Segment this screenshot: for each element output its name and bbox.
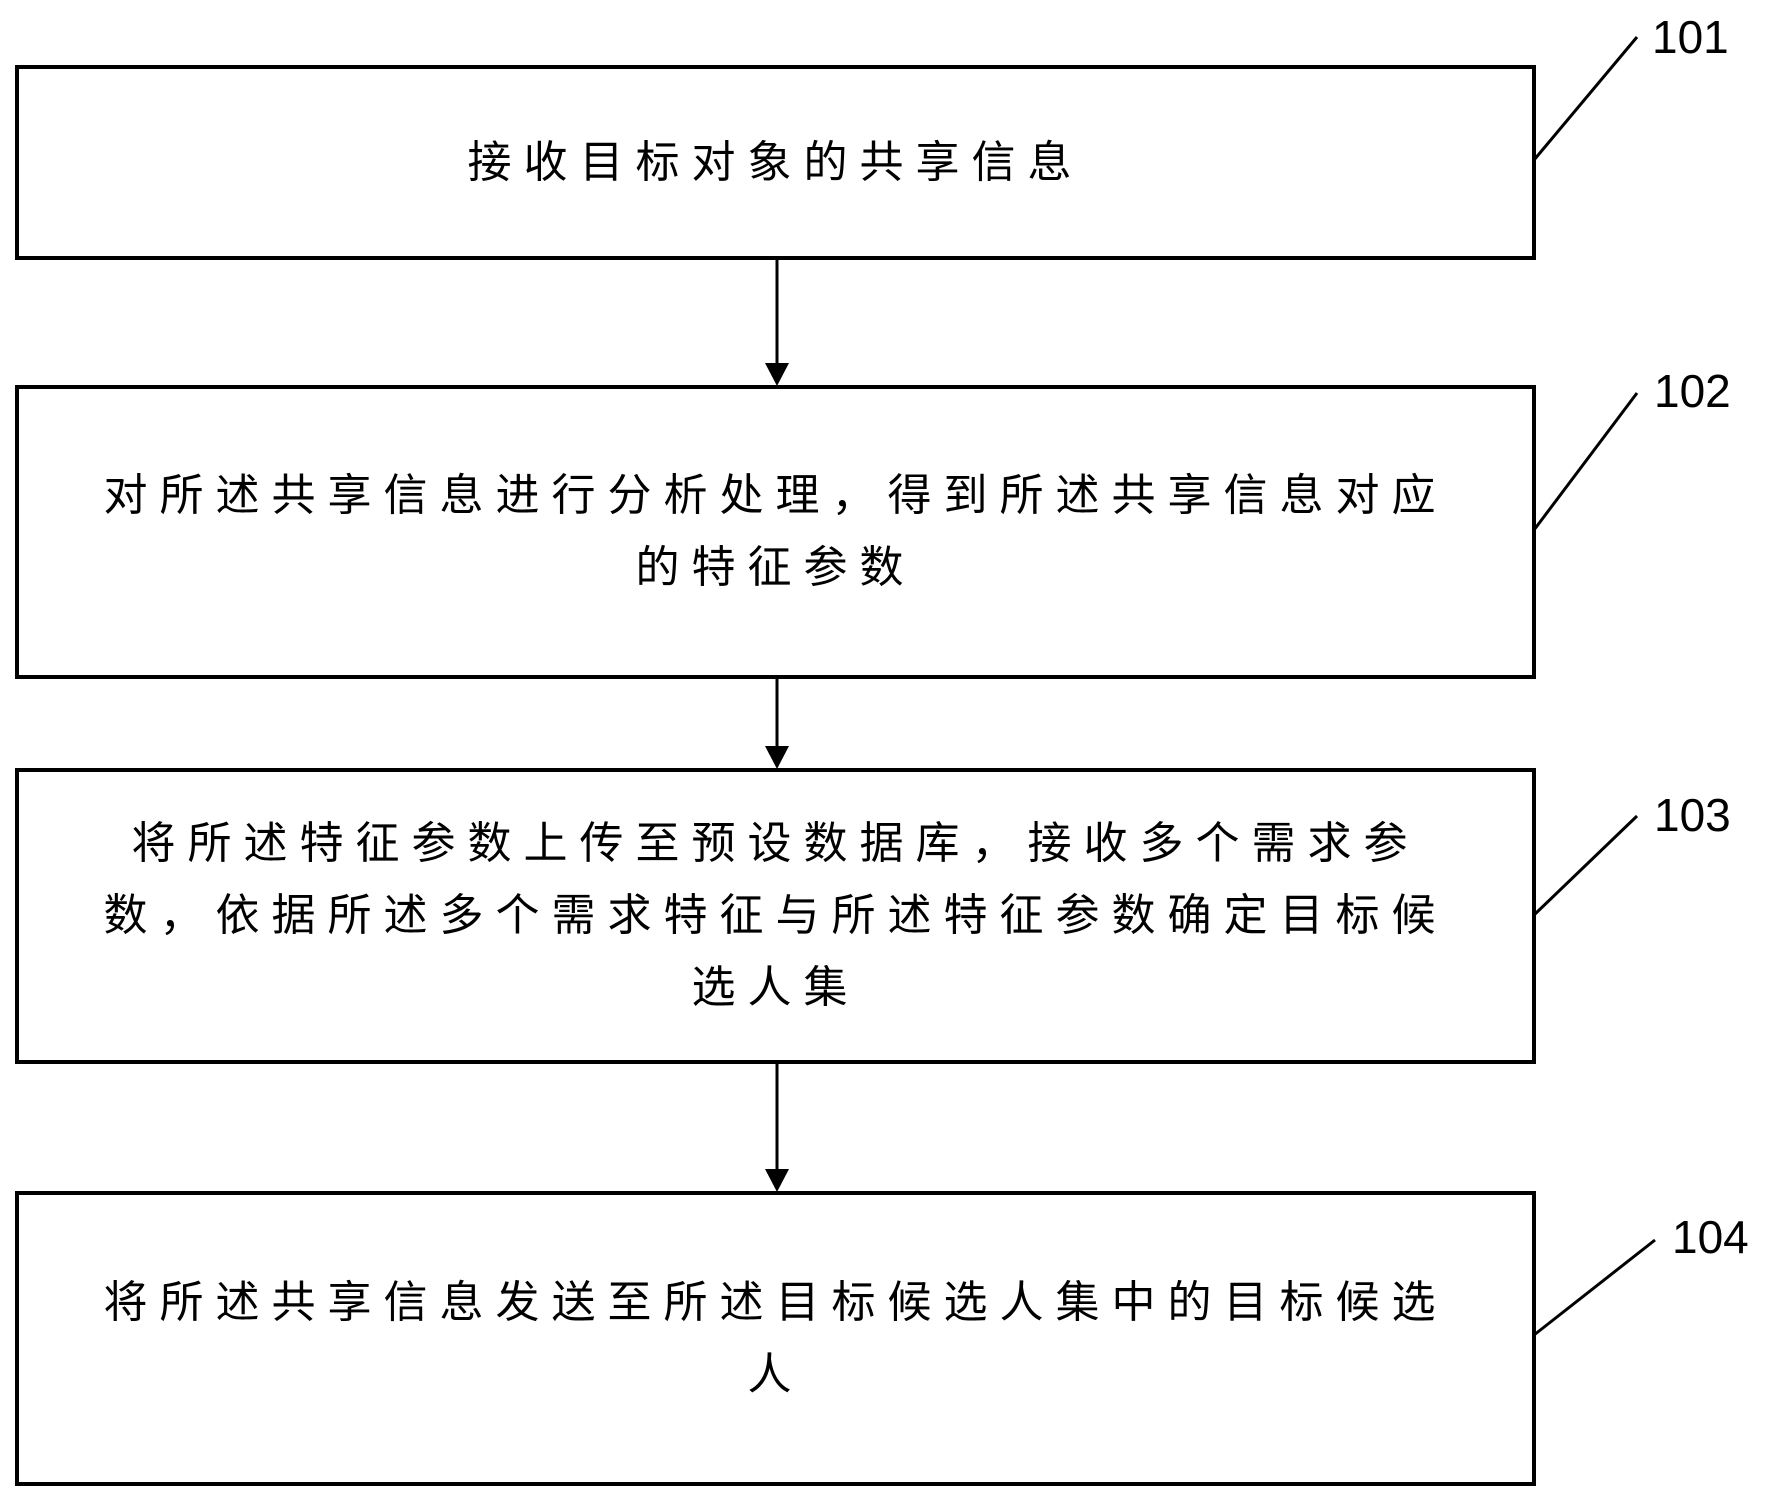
leader-line-104 bbox=[1533, 1238, 1656, 1337]
step-text-103: 将所述特征参数上传至预设数据库，接收多个需求参数，依据所述多个需求特征与所述特征… bbox=[103, 818, 1448, 1013]
flow-arrow-103-104 bbox=[765, 1064, 789, 1192]
step-box-103: 将所述特征参数上传至预设数据库，接收多个需求参数，依据所述多个需求特征与所述特征… bbox=[15, 768, 1536, 1064]
step-text-104: 将所述共享信息发送至所述目标候选人集中的目标候选人 bbox=[103, 1276, 1448, 1400]
ref-label-104: 104 bbox=[1672, 1211, 1749, 1263]
ref-label-101: 101 bbox=[1652, 11, 1729, 63]
step-box-104: 将所述共享信息发送至所述目标候选人集中的目标候选人 bbox=[15, 1191, 1536, 1486]
step-text-101: 接收目标对象的共享信息 bbox=[467, 136, 1084, 188]
leader-line-103 bbox=[1532, 814, 1639, 917]
flow-arrow-101-102 bbox=[765, 260, 789, 386]
leader-line-101 bbox=[1532, 36, 1639, 161]
ref-label-103: 103 bbox=[1654, 789, 1731, 841]
step-box-102: 对所述共享信息进行分析处理，得到所述共享信息对应的特征参数 bbox=[15, 385, 1536, 679]
flow-arrow-102-103 bbox=[765, 679, 789, 769]
step-box-101: 接收目标对象的共享信息 bbox=[15, 65, 1536, 260]
leader-line-102 bbox=[1532, 392, 1639, 531]
ref-label-102: 102 bbox=[1654, 365, 1731, 417]
step-text-102: 对所述共享信息进行分析处理，得到所述共享信息对应的特征参数 bbox=[103, 470, 1448, 593]
